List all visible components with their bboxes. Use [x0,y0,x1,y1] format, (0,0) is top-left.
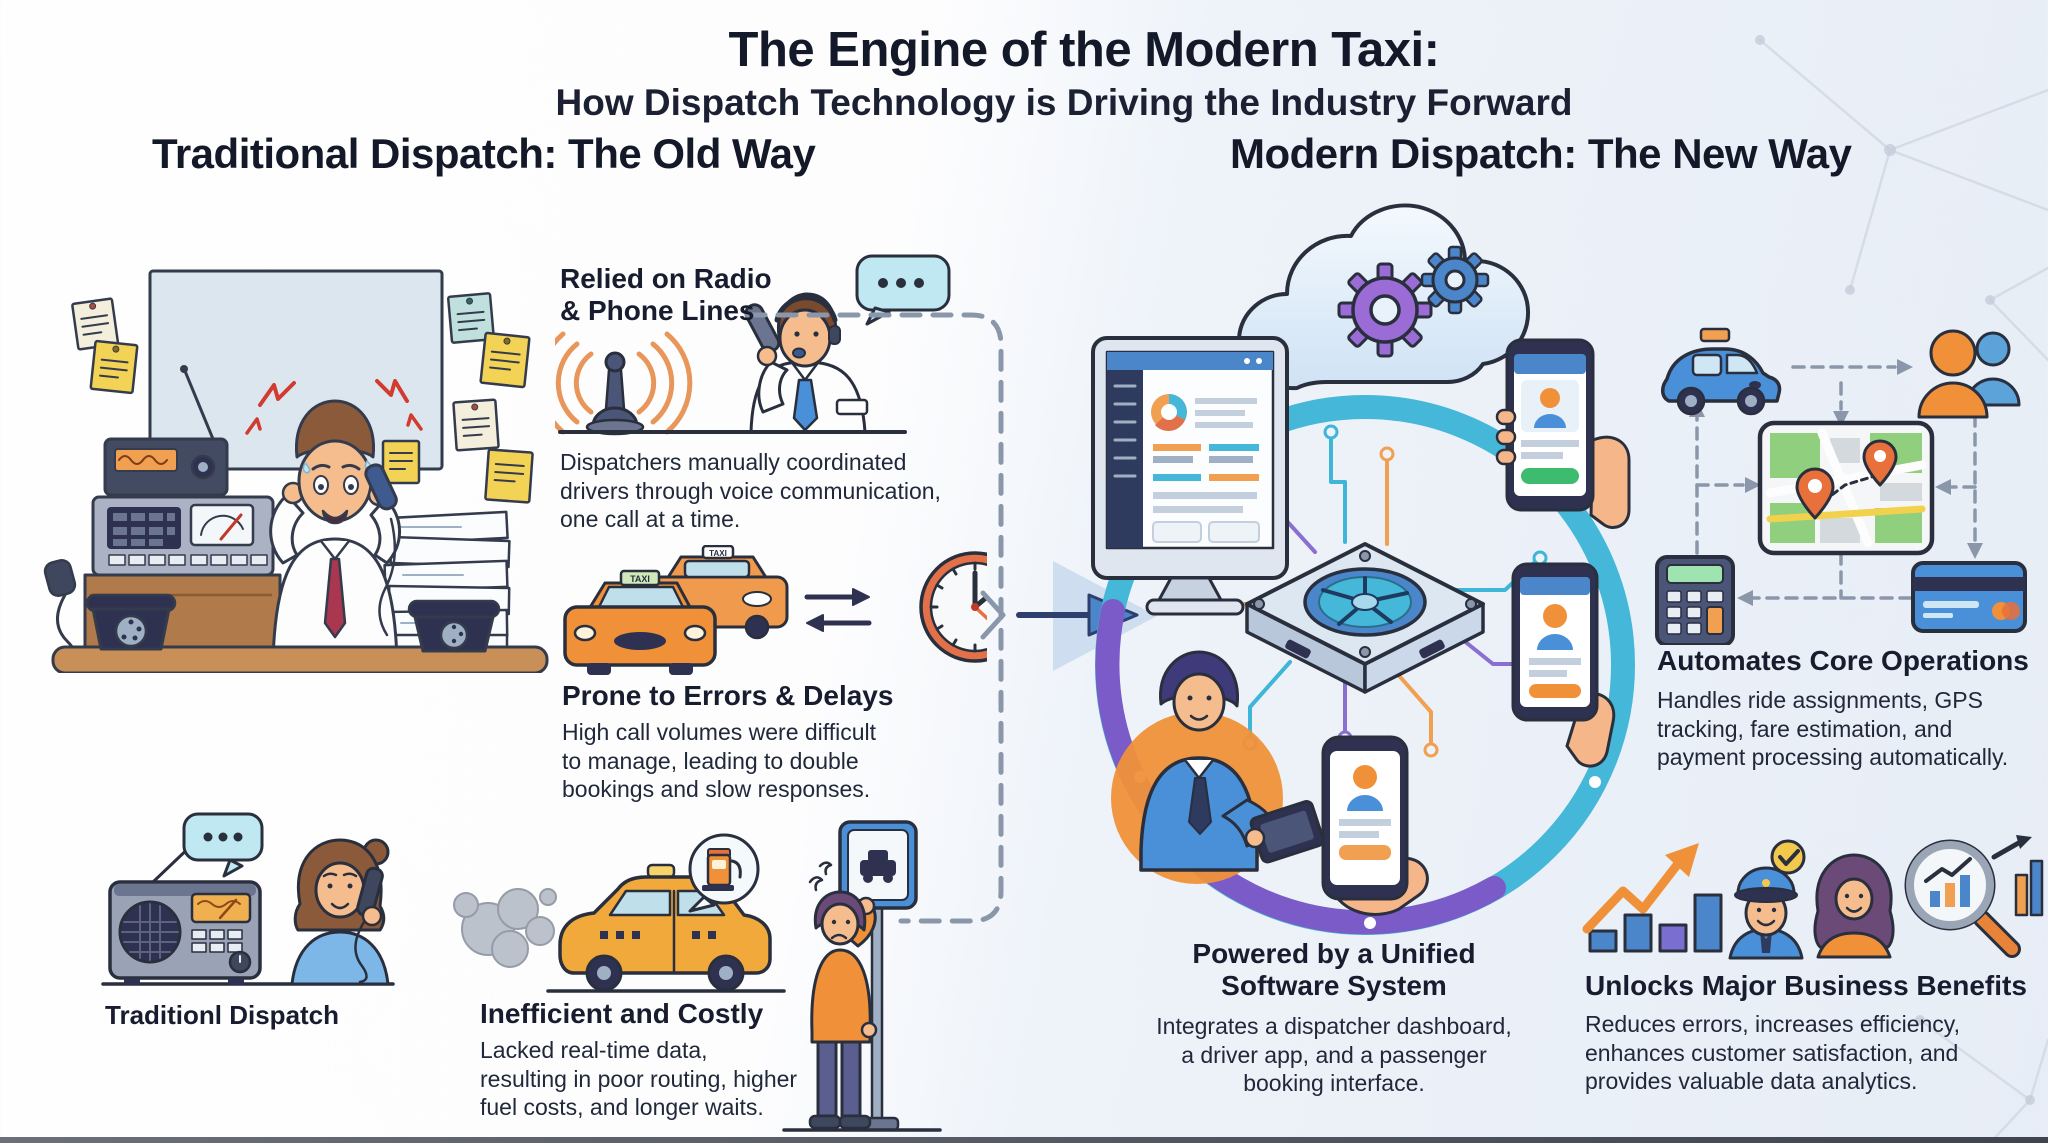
dashboard-monitor-icon [1091,336,1289,616]
check-badge-icon [1770,839,1806,875]
desk [51,645,549,673]
swap-arrows-icon [804,588,872,632]
benefits-icon-row [1582,835,2044,960]
flow-dashed-lines [1695,365,1977,600]
automation-flow-diagram [1655,327,2027,645]
stressed-dispatcher [245,379,423,665]
taxi-stand-sign-icon [838,820,918,1132]
smoking-taxi-icon [453,833,786,993]
unified-system-illustration [1091,203,1635,935]
stressed-dispatcher-illustration [43,269,549,673]
passenger-phone-icon [1495,338,1631,529]
dispatcher-on-phone [744,292,869,434]
flow-arrowheads [1689,359,1983,606]
dispatcher-headset-icon [555,254,951,436]
page-title: The Engine of the Modern Taxi: [728,23,1440,77]
driver-tablet-icon [1111,650,1325,884]
point-body-errors: High call volumes were difficult to mana… [562,719,877,803]
point-title-automates: Automates Core Operations [1657,645,2029,676]
point-title-radio: Relied on Radio & Phone Lines [560,263,772,327]
section-heading-traditional: Traditional Dispatch: The Old Way [152,130,816,177]
page-subtitle: How Dispatch Technology is Driving the I… [555,82,1573,123]
point-body-unified: Integrates a dispatcher dashboard, a dri… [1156,1013,1512,1097]
rotary-phone-right [407,599,501,653]
passengers-icon [1917,329,2021,419]
booking-phone-icon [1321,735,1429,916]
point-title-benefits: Unlocks Major Business Benefits [1585,970,2027,1001]
caption-traditional-dispatch: Traditionl Dispatch [105,1000,340,1030]
waiting-passenger-icon [782,820,942,1132]
operator-phone-icon [290,838,390,986]
fare-calculator-icon [1655,555,1735,645]
fuel-pump-icon [688,833,760,913]
speech-bubble-icon [855,254,951,326]
taxi-car-icon [1661,327,1782,416]
point-body-costly: Lacked real-time data, resulting in poor… [480,1037,798,1121]
sticky-notes [71,292,534,504]
driver-app-phone-icon [1511,562,1616,768]
rotary-phone-left [85,593,177,651]
driver-avatar-icon [1728,839,1806,960]
speech-bubble-icon [182,812,264,878]
confused-passenger [808,861,878,1130]
radio-antenna-icon [555,331,693,436]
analytics-magnifier-icon [1904,835,2044,958]
taxi-pair-icon: TAXI TAXI [563,545,987,675]
gear-icon [1337,262,1433,358]
section-heading-modern: Modern Dispatch: The New Way [1230,130,1852,177]
point-body-radio: Dispatchers manually coordinated drivers… [560,449,941,533]
clock-icon [919,551,987,663]
growth-arrow-chart-icon [1582,843,1723,953]
radio-receiver-icon [101,812,395,986]
customer-avatar-icon [1813,853,1895,959]
payment-card-icon [1911,561,2027,633]
svg-text:TAXI: TAXI [630,574,650,584]
svg-text:TAXI: TAXI [709,549,727,558]
gear-icon [1420,245,1490,315]
map-pin-icon [1795,439,1898,520]
point-body-benefits: Reduces errors, increases efficiency, en… [1585,1011,1960,1095]
point-title-errors: Prone to Errors & Delays [562,680,894,711]
point-body-automates: Handles ride assignments, GPS tracking, … [1657,687,2009,771]
point-title-costly: Inefficient and Costly [480,998,764,1029]
dispatch-hub-icon [1245,542,1485,694]
bottom-edge-bar [0,1137,2048,1143]
point-title-unified: Powered by a Unified Software System [1192,938,1476,1002]
whiteboard [148,269,444,471]
cloud-gears-icon [1236,203,1531,391]
taxi-front: TAXI [563,569,717,675]
gps-map-icon [1757,420,1935,556]
exhaust-smoke [453,888,557,968]
